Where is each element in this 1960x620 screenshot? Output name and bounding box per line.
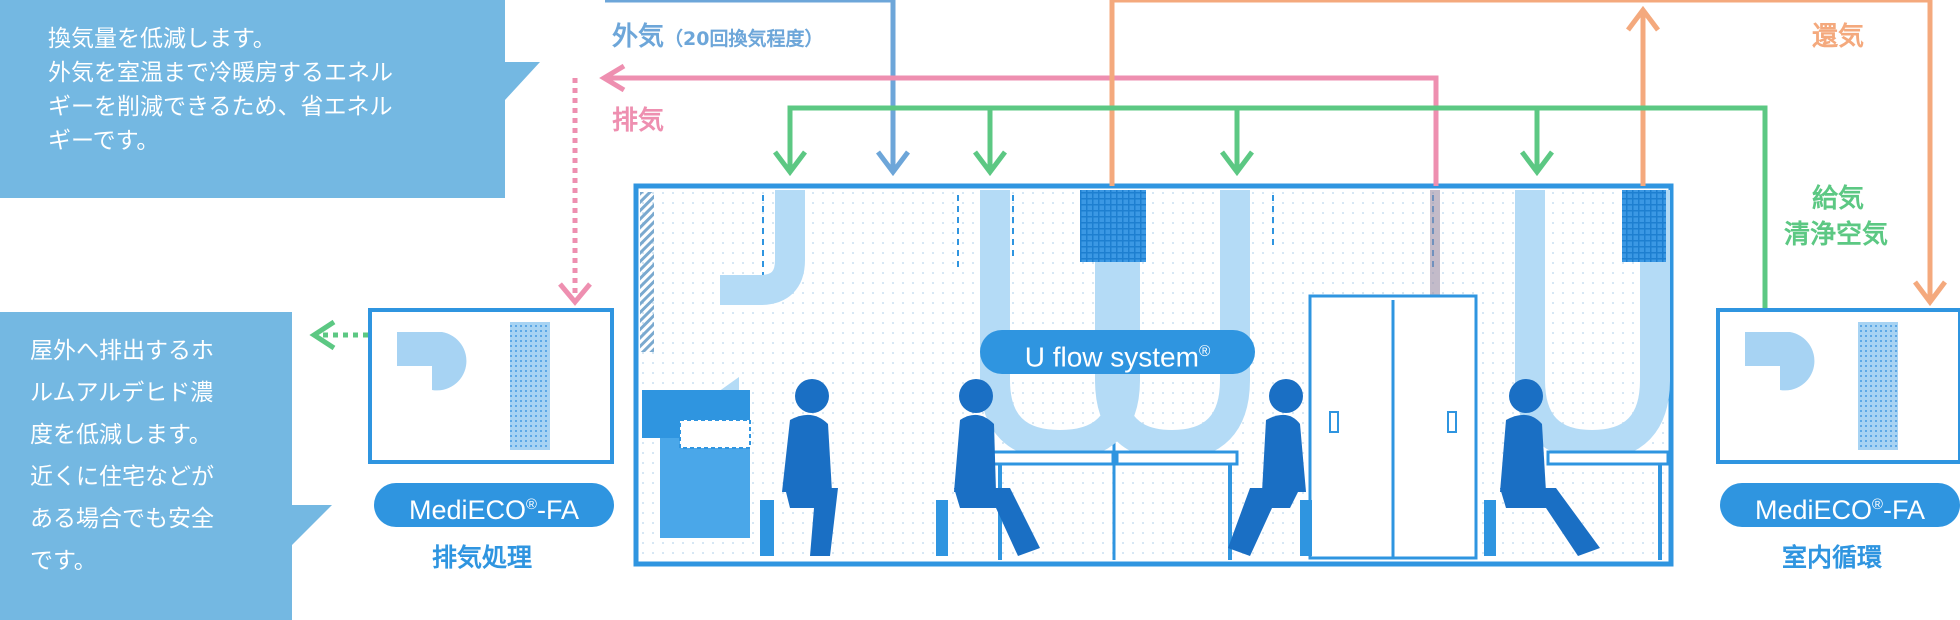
unit-left-name-text: MediECO xyxy=(409,495,527,525)
callout-line: ある場合でも安全 xyxy=(30,506,214,532)
callout-line: 屋外へ排出するホ xyxy=(30,338,214,364)
unit-left-caption: 排気処理 xyxy=(432,543,533,572)
unit-left-suffix: -FA xyxy=(536,495,579,525)
filter-icon xyxy=(1858,322,1898,450)
registered-mark: ® xyxy=(1872,497,1883,513)
unit-left xyxy=(368,308,614,464)
callout-ventilation-savings: 換気量を低減します。 外気を室温まで冷暖房するエネル ギーを削減できるため、省エ… xyxy=(48,22,393,158)
exhaust-flow xyxy=(558,63,1439,306)
callout-bottom-bg xyxy=(0,312,332,620)
door-icon xyxy=(1308,294,1478,560)
callout-line: です。 xyxy=(30,548,97,574)
callout-line: 外気を室温まで冷暖房するエネル xyxy=(48,60,393,86)
outside-air-label: 外気（20回換気程度） xyxy=(612,16,823,53)
unit-right-caption: 室内循環 xyxy=(1782,543,1883,572)
supply-air-flow xyxy=(773,105,1768,308)
fan-icon xyxy=(1745,332,1815,391)
callout-line: 度を低減します。 xyxy=(30,422,212,448)
return-air-flow xyxy=(1109,0,1947,307)
desk-icon xyxy=(642,390,1670,560)
registered-mark: ® xyxy=(1198,343,1211,360)
u-flow-system-text: U flow system xyxy=(1024,341,1199,373)
exhaust-label: 排気 xyxy=(612,106,665,136)
filter-icon xyxy=(510,322,550,450)
callout-top-bg xyxy=(0,0,540,198)
unit-right-name: MediECO®-FA xyxy=(1720,483,1960,527)
outside-air-note: （20回換気程度） xyxy=(664,28,824,50)
callout-line: 近くに住宅などが xyxy=(30,464,214,490)
callout-line: ルムアルデヒド濃 xyxy=(30,380,214,406)
return-air-label: 還気 xyxy=(1812,22,1865,52)
unit-right-name-text: MediECO xyxy=(1755,495,1873,525)
u-flow-system-label: U flow system® xyxy=(980,330,1255,374)
unit-right xyxy=(1716,308,1960,464)
callout-line: 換気量を低減します。 xyxy=(48,26,276,52)
callout-exhaust-safety: 屋外へ排出するホ ルムアルデヒド濃 度を低減します。 近くに住宅などが ある場合… xyxy=(30,330,214,582)
person-icon xyxy=(760,379,1600,556)
unit-right-suffix: -FA xyxy=(1882,495,1925,525)
callout-line: ギーです。 xyxy=(48,128,160,154)
return-grille-left xyxy=(1080,190,1146,262)
supply-air-label-1: 給気 xyxy=(1812,184,1865,214)
registered-mark: ® xyxy=(526,497,537,513)
fan-icon xyxy=(397,332,467,391)
outside-air-text: 外気 xyxy=(612,22,665,52)
supply-air-label-2: 清浄空気 xyxy=(1784,220,1889,250)
callout-line: ギーを削減できるため、省エネル xyxy=(48,94,393,120)
exhaust-outlet-flow xyxy=(309,319,368,351)
return-grille-right xyxy=(1622,190,1666,262)
unit-left-name: MediECO®-FA xyxy=(374,483,614,527)
outside-air-flow xyxy=(605,0,910,177)
